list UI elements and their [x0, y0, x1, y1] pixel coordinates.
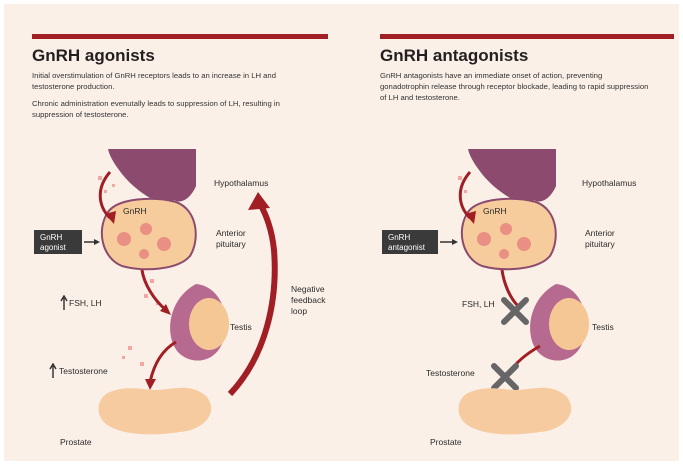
- testosterone-label: Testosterone: [426, 368, 475, 378]
- arrow-head: [145, 379, 156, 390]
- receptor-blob: [499, 249, 509, 259]
- drug-box-label-2: antagonist: [388, 243, 426, 252]
- receptor-blob: [140, 223, 152, 235]
- pituitary-label: pituitary: [585, 239, 616, 249]
- testis-inner: [549, 298, 589, 350]
- hypothalamus-label: Hypothalamus: [214, 178, 268, 188]
- agonists-panel: GnRH agonists Initial overstimulation of…: [4, 4, 339, 461]
- pituitary-label: pituitary: [216, 239, 247, 249]
- hypothalamus-label: Hypothalamus: [582, 178, 636, 188]
- receptor-blob: [139, 249, 149, 259]
- block-x-icon: [494, 366, 516, 388]
- hormone-dot: [122, 356, 125, 359]
- arrow-head: [452, 239, 458, 245]
- gnrh-label: GnRH: [483, 206, 507, 216]
- receptor-blob: [500, 223, 512, 235]
- hormone-dot: [98, 176, 102, 180]
- hormone-dot: [458, 176, 462, 180]
- receptor-blob: [477, 232, 491, 246]
- antagonists-diagram: GnRH antagonist GnRH Hypothalamus Anteri…: [344, 4, 679, 461]
- hormone-dot: [144, 294, 148, 298]
- arrow-head: [94, 239, 100, 245]
- increase-arrow-icon: [61, 296, 67, 310]
- receptor-blob: [117, 232, 131, 246]
- anterior-label: Anterior: [216, 228, 246, 238]
- increase-arrow-icon: [50, 364, 56, 378]
- testis-label: Testis: [592, 322, 614, 332]
- hormone-dot: [128, 346, 132, 350]
- testis-inner: [189, 298, 229, 350]
- feedback-label-1: Negative: [291, 284, 325, 294]
- feedback-label-3: loop: [291, 306, 307, 316]
- receptor-blob: [157, 237, 171, 251]
- arrow-head: [248, 192, 270, 210]
- figure-background: GnRH agonists Initial overstimulation of…: [4, 4, 679, 461]
- hormone-dot: [464, 190, 467, 193]
- fsh-lh-label: FSH, LH: [462, 299, 495, 309]
- prostate-shape: [459, 388, 572, 435]
- prostate-label: Prostate: [60, 437, 92, 447]
- drug-box-label-1: GnRH: [388, 233, 410, 242]
- anterior-label: Anterior: [585, 228, 615, 238]
- lh-arrow: [142, 270, 166, 310]
- testis-label: Testis: [230, 322, 252, 332]
- testosterone-arrow: [150, 342, 176, 382]
- gnrh-label: GnRH: [123, 206, 147, 216]
- hormone-dot: [150, 279, 154, 283]
- antagonists-panel: GnRH antagonists GnRH antagonists have a…: [344, 4, 679, 461]
- receptor-blob: [517, 237, 531, 251]
- prostate-shape: [99, 388, 212, 435]
- fsh-lh-label: FSH, LH: [69, 298, 102, 308]
- drug-box-label-1: GnRH: [40, 233, 62, 242]
- drug-box-label-2: agonist: [40, 243, 67, 252]
- agonists-diagram: GnRH agonist GnRH Hypothalamus Anterior …: [4, 4, 339, 461]
- prostate-label: Prostate: [430, 437, 462, 447]
- hormone-dot: [112, 184, 115, 187]
- hormone-dot: [140, 362, 144, 366]
- feedback-label-2: feedback: [291, 295, 326, 305]
- hormone-dot: [104, 190, 107, 193]
- testosterone-label: Testosterone: [59, 366, 108, 376]
